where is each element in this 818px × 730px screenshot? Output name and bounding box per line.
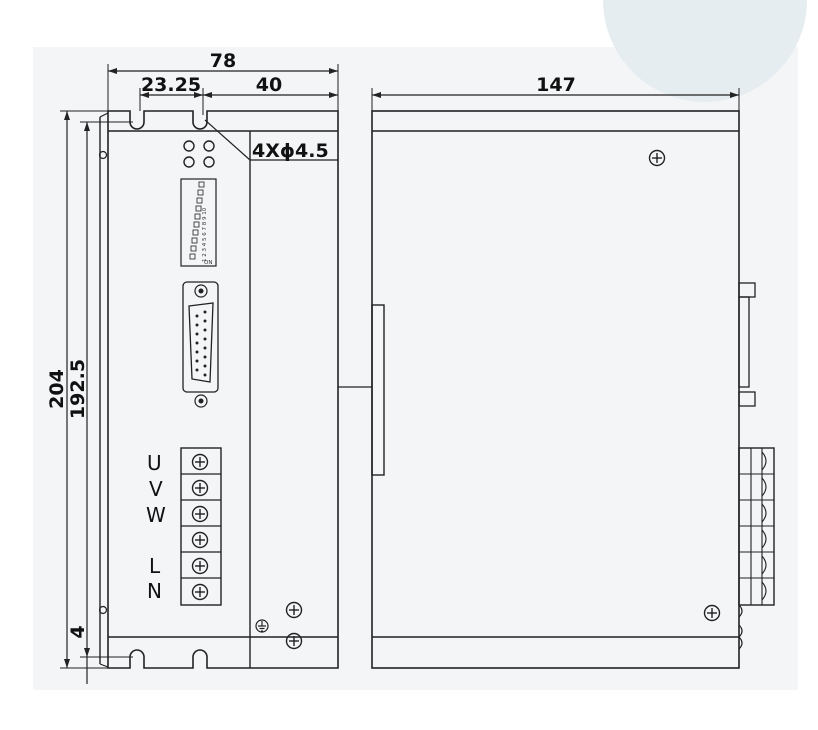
corner-decoration bbox=[603, 0, 807, 102]
screw-icon bbox=[703, 604, 721, 622]
ground-icon bbox=[255, 619, 269, 633]
dim-bottom-margin: 4 bbox=[67, 625, 89, 638]
terminal-block: U V W L N bbox=[146, 447, 222, 606]
dip-switch-numbers: 1 2 3 4 5 6 7 8 9 10 bbox=[202, 207, 208, 262]
front-outline bbox=[107, 110, 339, 669]
screw-icon bbox=[285, 601, 303, 619]
side-stud-profile bbox=[738, 604, 743, 650]
drawing-background bbox=[33, 47, 798, 690]
dim-total-height: 204 bbox=[46, 369, 68, 409]
terminal-label-w: W bbox=[146, 503, 166, 527]
front-view: 1 2 3 4 5 6 7 8 9 10 ON bbox=[98, 110, 339, 669]
terminal-label-l: L bbox=[149, 554, 161, 578]
mount-hole-leader bbox=[204, 119, 251, 161]
flange-hole-bottom-icon bbox=[98, 605, 108, 615]
db15-connector-icon bbox=[182, 281, 219, 408]
dim-hole-spacing: 192.5 bbox=[67, 359, 89, 419]
din-rail-clip bbox=[371, 304, 385, 476]
screw-icon bbox=[648, 149, 666, 167]
dim-right-section: 40 bbox=[256, 74, 282, 96]
db15-side-profile bbox=[738, 296, 750, 388]
terminal-label-u: U bbox=[147, 451, 162, 475]
screw-icon bbox=[285, 632, 303, 650]
dim-hole-offset: 23.25 bbox=[141, 74, 201, 96]
dip-switch-on-label: ON bbox=[204, 260, 212, 266]
side-view: 147 bbox=[371, 74, 775, 669]
terminal-label-n: N bbox=[147, 579, 162, 603]
dip-switch-icon: 1 2 3 4 5 6 7 8 9 10 ON bbox=[180, 178, 217, 267]
flange-bottom-edge bbox=[99, 663, 109, 668]
dim-depth: 147 bbox=[536, 74, 576, 96]
dim-total-width: 78 bbox=[210, 50, 236, 72]
terminal-label-v: V bbox=[149, 477, 163, 501]
led-indicator-icon bbox=[183, 140, 215, 168]
terminal-screw-icon bbox=[191, 453, 209, 601]
terminal-block-side bbox=[738, 447, 775, 606]
dim-mount-holes: 4Xϕ4.5 bbox=[252, 140, 329, 162]
flange-hole-top-icon bbox=[98, 150, 108, 160]
flange-top-edge bbox=[99, 112, 109, 118]
front-dimensions: 78 23.25 40 4Xϕ4.5 204 192.5 4 bbox=[46, 50, 339, 684]
